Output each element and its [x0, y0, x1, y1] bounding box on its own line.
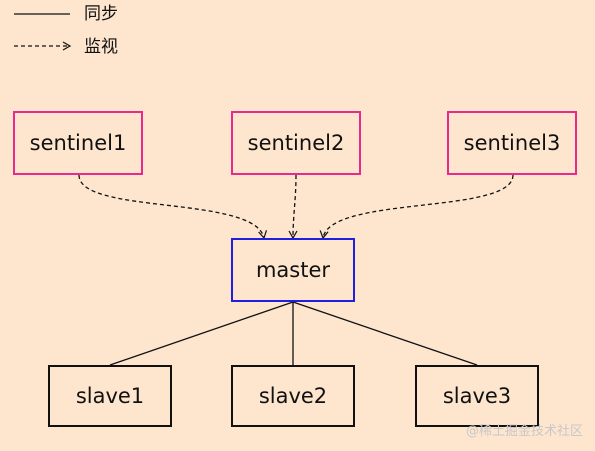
sentinel1-node: sentinel1 [13, 111, 143, 175]
sync-edge-master-slave1 [109, 301, 294, 366]
master-node: master [231, 238, 355, 302]
sentinel3-node: sentinel3 [447, 111, 577, 175]
slave1-node: slave1 [48, 365, 172, 427]
watermark: @稀土掘金技术社区 [465, 424, 583, 439]
slave3-node: slave3 [415, 365, 539, 427]
monitor-edge-sentinel2-master [288, 174, 298, 240]
sentinel2-node: sentinel2 [231, 111, 361, 175]
slave2-node: slave2 [231, 365, 355, 427]
legend-sync-label: 同步 [84, 4, 118, 24]
monitor-edge-sentinel1-master [78, 174, 268, 240]
sync-edge-master-slave3 [292, 301, 478, 366]
legend-monitor-label: 监视 [84, 37, 118, 57]
monitor-edge-sentinel3-master [319, 174, 514, 240]
